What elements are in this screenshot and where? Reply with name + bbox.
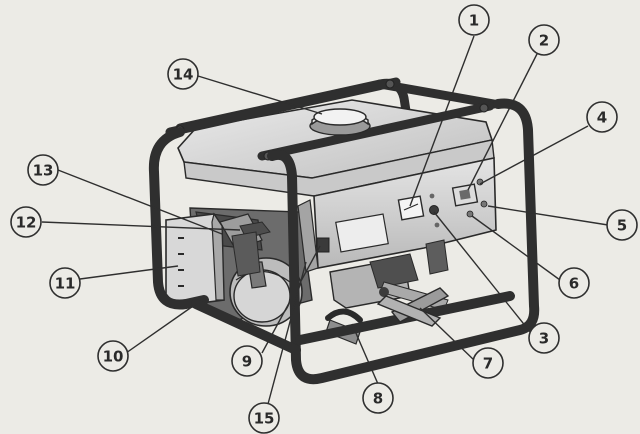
- callout-11: 11: [49, 267, 81, 299]
- leader-11: [79, 265, 179, 280]
- callout-number: 11: [55, 275, 76, 293]
- leader-15: [267, 261, 307, 405]
- callout-13: 13: [27, 154, 59, 186]
- leader-6: [471, 215, 561, 281]
- leader-3: [433, 211, 536, 339]
- voltmeter: [397, 195, 425, 221]
- callout-number: 5: [617, 217, 627, 235]
- callout-number: 9: [242, 353, 252, 371]
- leader-4: [479, 125, 589, 185]
- callout-4: 4: [586, 101, 618, 133]
- frame-brackets: [376, 287, 450, 327]
- callout-number: 1: [469, 12, 479, 30]
- leader-8: [351, 323, 379, 385]
- callout-number: 4: [597, 109, 607, 127]
- callout-number: 3: [539, 330, 549, 348]
- callout-8: 8: [362, 382, 394, 414]
- callout-14: 14: [167, 58, 199, 90]
- engine-switch: [316, 237, 330, 253]
- callout-number: 2: [539, 32, 549, 50]
- callout-number: 8: [373, 390, 383, 408]
- callout-3: 3: [528, 322, 560, 354]
- front-frame: [148, 98, 540, 385]
- leader-5: [487, 205, 609, 226]
- callout-number: 12: [16, 214, 37, 232]
- callout-number: 13: [33, 162, 54, 180]
- callout-number: 14: [173, 66, 194, 84]
- leader-1: [409, 35, 475, 207]
- callout-6: 6: [558, 267, 590, 299]
- leader-10: [125, 303, 197, 354]
- callout-2: 2: [528, 24, 560, 56]
- callout-number: 6: [569, 275, 579, 293]
- leader-9: [261, 245, 321, 354]
- callout-15: 15: [248, 402, 280, 434]
- callout-7: 7: [472, 347, 504, 379]
- callout-9: 9: [231, 345, 263, 377]
- leader-2: [467, 51, 539, 191]
- callout-leaders: [41, 35, 609, 405]
- leader-7: [419, 307, 476, 362]
- fuel-cap: [309, 108, 371, 136]
- callout-number: 10: [103, 348, 124, 366]
- control-panel-fixtures: [429, 178, 488, 228]
- carburetor: [219, 213, 271, 277]
- callout-12: 12: [10, 206, 42, 238]
- callout-number: 7: [483, 355, 493, 373]
- callout-number: 15: [254, 410, 275, 428]
- leader-14: [197, 75, 323, 115]
- leader-13: [57, 169, 223, 235]
- callout-10: 10: [97, 340, 129, 372]
- callout-5: 5: [606, 209, 638, 241]
- callout-1: 1: [458, 4, 490, 36]
